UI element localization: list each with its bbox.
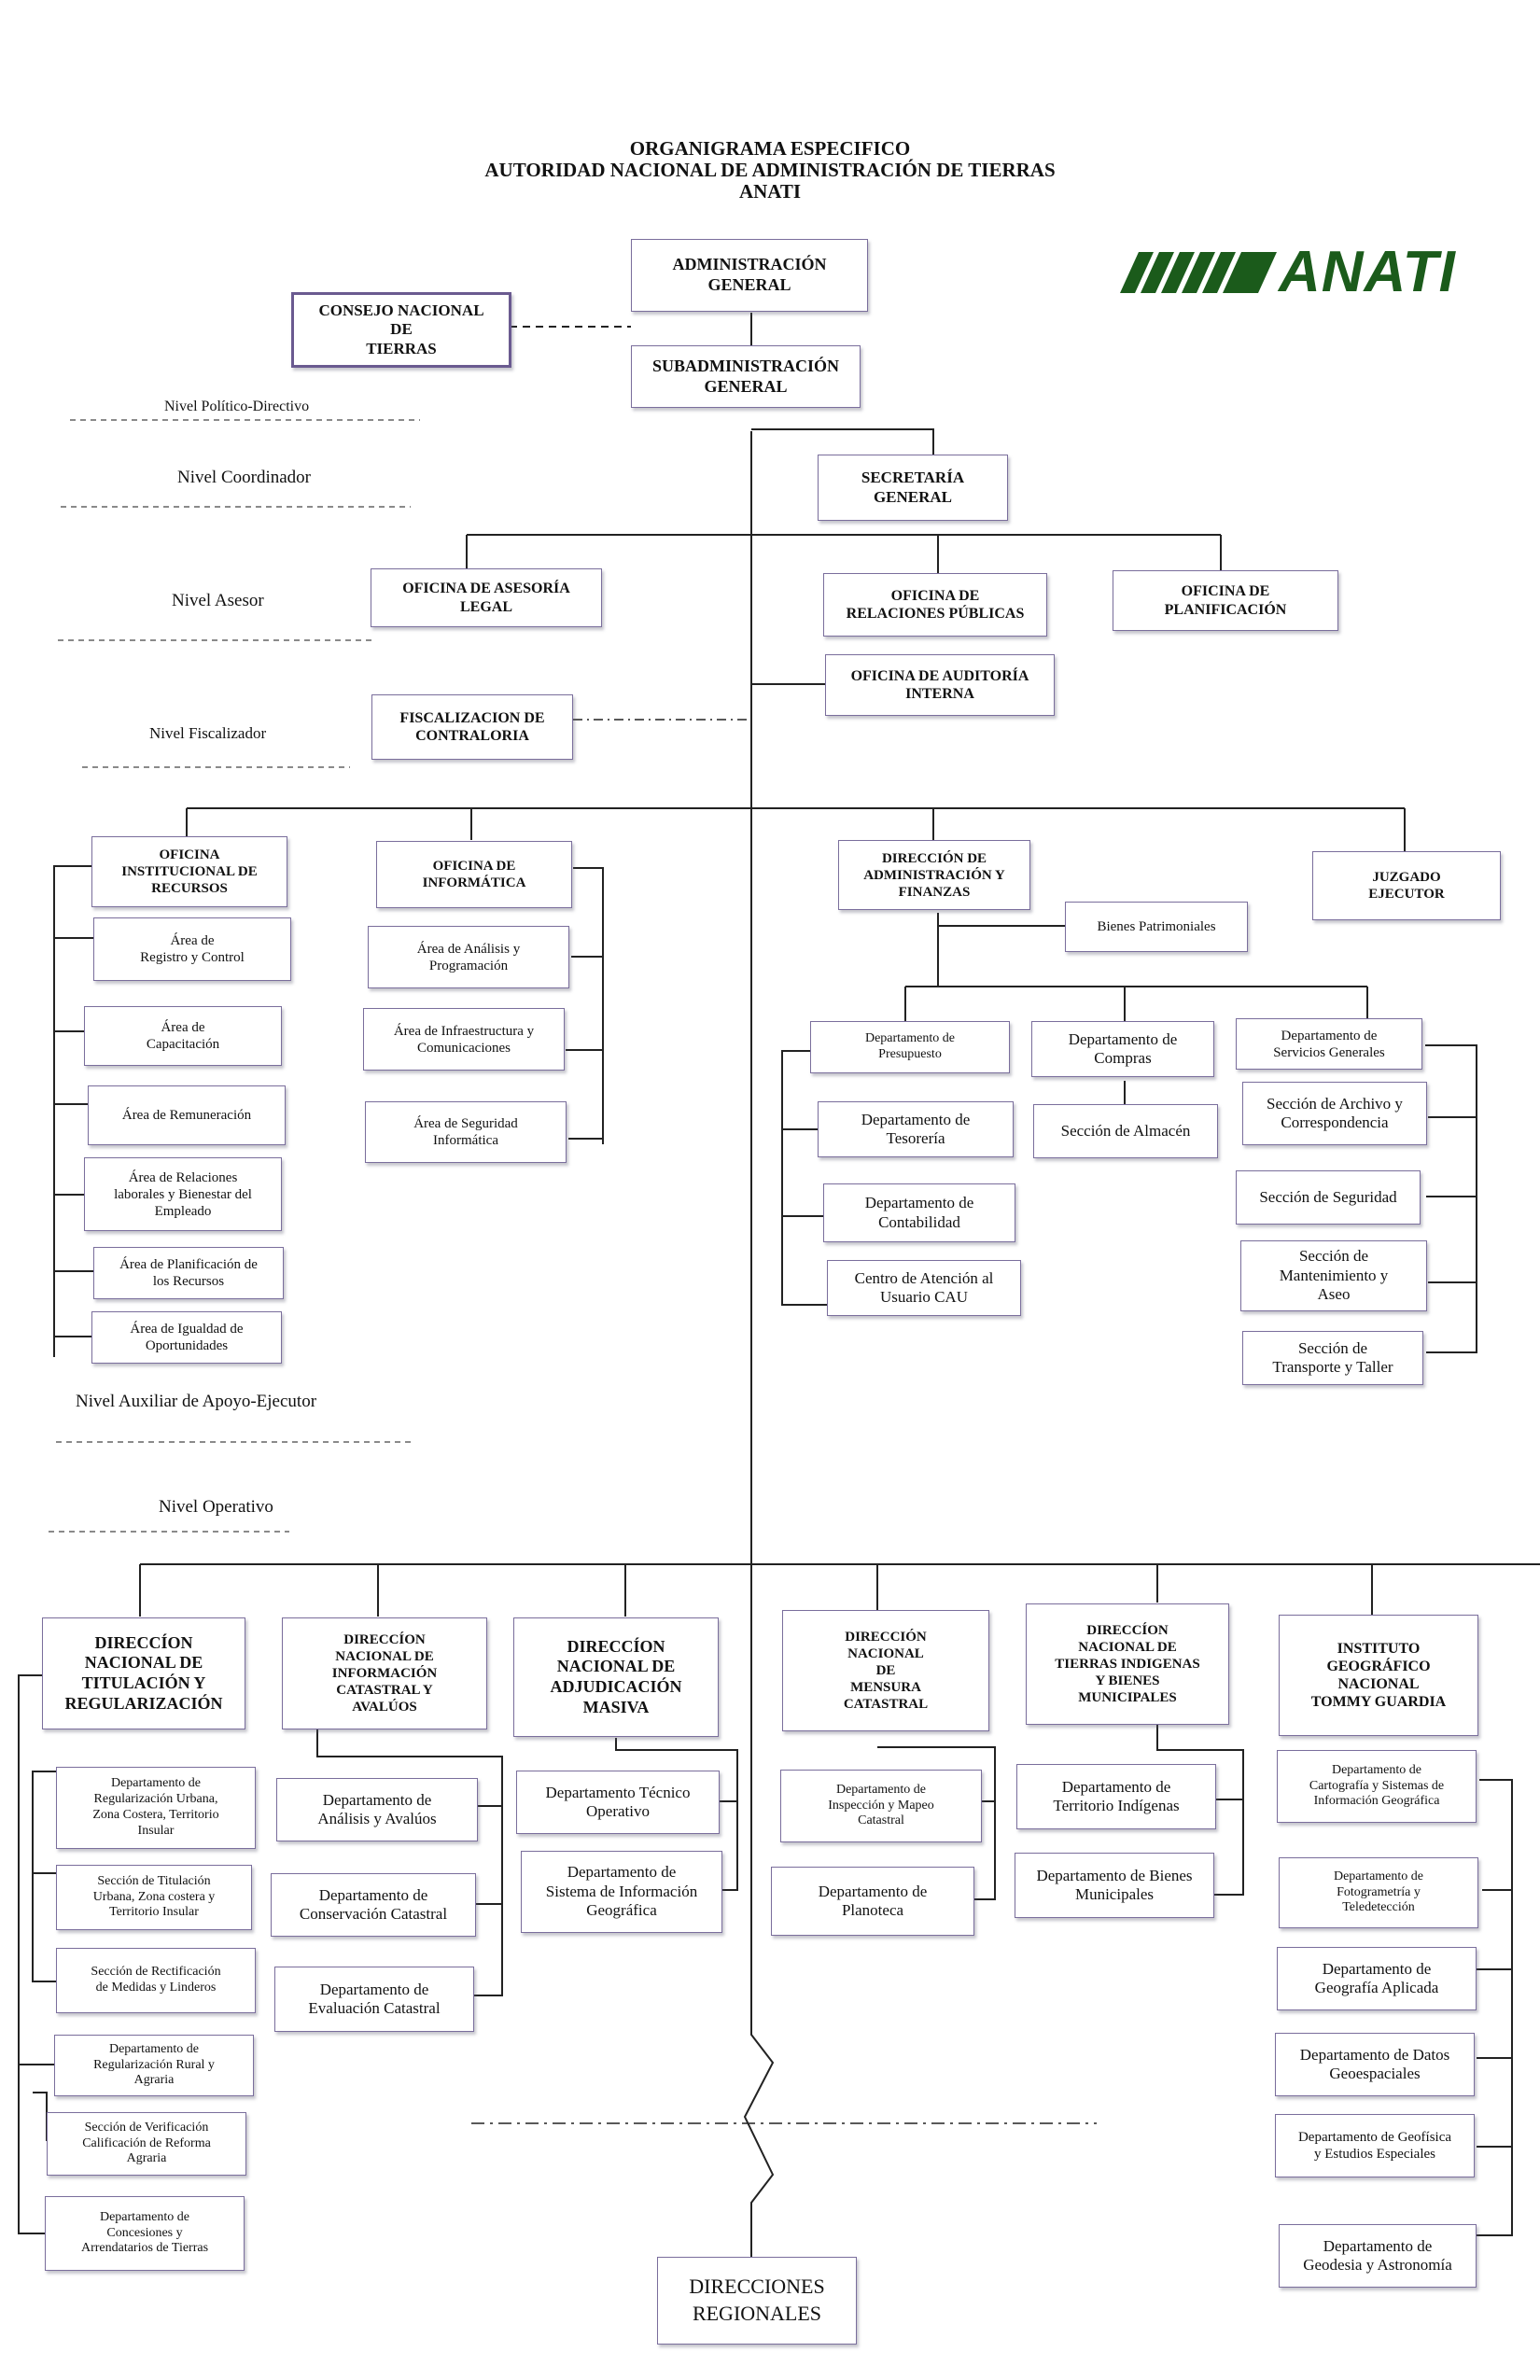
box-dept-tecnico-operativo[interactable]: Departamento Técnico Operativo bbox=[516, 1771, 720, 1834]
box-oficina-informatica[interactable]: OFICINA DE INFORMÁTICA bbox=[376, 841, 572, 908]
box-dept-datos-geoespaciales[interactable]: Departamento de Datos Geoespaciales bbox=[1275, 2033, 1475, 2096]
box-area-planificacion-recursos[interactable]: Área de Planificación de los Recursos bbox=[93, 1247, 284, 1299]
box-direccion-mensura-catastral[interactable]: DIRECCIÓN NACIONAL DE MENSURA CATASTRAL bbox=[782, 1610, 989, 1731]
box-dept-sistema-informacion-geografica[interactable]: Departamento de Sistema de Información G… bbox=[521, 1851, 722, 1933]
box-oficina-planificacion[interactable]: OFICINA DE PLANIFICACIÓN bbox=[1113, 570, 1338, 631]
box-dept-tesoreria[interactable]: Departamento de Tesorería bbox=[818, 1101, 1014, 1157]
box-direccion-adjudicacion[interactable]: DIRECCÍON NACIONAL DE ADJUDICACIÓN MASIV… bbox=[513, 1617, 719, 1737]
box-area-analisis-programacion[interactable]: Área de Análisis y Programación bbox=[368, 926, 569, 988]
box-dept-geofisica[interactable]: Departamento de Geofísica y Estudios Esp… bbox=[1275, 2114, 1475, 2177]
box-fiscalizacion-contraloria[interactable]: FISCALIZACION DE CONTRALORIA bbox=[371, 694, 573, 760]
box-dept-contabilidad[interactable]: Departamento de Contabilidad bbox=[823, 1183, 1015, 1242]
box-area-registro-control[interactable]: Área de Registro y Control bbox=[93, 917, 291, 981]
box-dept-regularizacion-urbana[interactable]: Departamento de Regularización Urbana, Z… bbox=[56, 1767, 256, 1849]
box-dept-geodesia-astronomia[interactable]: Departamento de Geodesia y Astronomía bbox=[1279, 2224, 1477, 2288]
level-label-coordinador: Nivel Coordinador bbox=[177, 468, 312, 487]
box-dept-regularizacion-rural[interactable]: Departamento de Regularización Rural y A… bbox=[54, 2035, 254, 2096]
anati-logo: ANATI bbox=[1120, 240, 1475, 304]
box-seccion-almacen[interactable]: Sección de Almacén bbox=[1033, 1104, 1218, 1158]
box-seccion-titulacion-urbana[interactable]: Sección de Titulación Urbana, Zona coste… bbox=[56, 1865, 252, 1930]
box-area-igualdad-oportunidades[interactable]: Área de Igualdad de Oportunidades bbox=[91, 1311, 282, 1364]
logo-stripes-icon bbox=[1120, 252, 1277, 293]
box-dept-cartografia[interactable]: Departamento de Cartografía y Sistemas d… bbox=[1277, 1750, 1477, 1823]
box-dept-presupuesto[interactable]: Departamento de Presupuesto bbox=[810, 1021, 1010, 1073]
box-area-relaciones-laborales[interactable]: Área de Relaciones laborales y Bienestar… bbox=[84, 1157, 282, 1231]
level-label-asesor: Nivel Asesor bbox=[172, 591, 264, 610]
box-seccion-verificacion[interactable]: Sección de Verificación Calificación de … bbox=[47, 2112, 246, 2176]
box-seccion-mantenimiento[interactable]: Sección de Mantenimiento y Aseo bbox=[1240, 1240, 1427, 1311]
box-dept-planoteca[interactable]: Departamento de Planoteca bbox=[771, 1867, 974, 1936]
box-seccion-rectificacion[interactable]: Sección de Rectificación de Medidas y Li… bbox=[56, 1948, 256, 2013]
box-direcciones-regionales[interactable]: DIRECCIONES REGIONALES bbox=[657, 2257, 857, 2345]
box-direccion-informacion-catastral[interactable]: DIRECCÍON NACIONAL DE INFORMACIÓN CATAST… bbox=[282, 1617, 487, 1729]
box-dept-evaluacion-catastral[interactable]: Departamento de Evaluación Catastral bbox=[274, 1967, 474, 2032]
box-secretaria-general[interactable]: SECRETARÍA GENERAL bbox=[818, 455, 1008, 521]
box-area-infraestructura[interactable]: Área de Infraestructura y Comunicaciones bbox=[363, 1008, 565, 1071]
box-direccion-titulacion[interactable]: DIRECCÍON NACIONAL DE TITULACIÓN Y REGUL… bbox=[42, 1617, 245, 1729]
title-line-3: ANATI bbox=[738, 180, 802, 203]
title-line-1: ORGANIGRAMA ESPECIFICO bbox=[629, 137, 911, 160]
level-label-operativo: Nivel Operativo bbox=[159, 1497, 273, 1517]
logo-text: ANATI bbox=[1279, 240, 1456, 304]
box-oficina-auditoria-interna[interactable]: OFICINA DE AUDITORÍA INTERNA bbox=[825, 654, 1055, 716]
box-area-seguridad-informatica[interactable]: Área de Seguridad Informática bbox=[365, 1101, 567, 1163]
level-label-fiscalizador: Nivel Fiscalizador bbox=[149, 724, 267, 742]
box-seccion-archivo[interactable]: Sección de Archivo y Correspondencia bbox=[1242, 1082, 1427, 1145]
title-line-2: AUTORIDAD NACIONAL DE ADMINISTRACIÓN DE … bbox=[484, 159, 1056, 181]
box-seccion-seguridad[interactable]: Sección de Seguridad bbox=[1236, 1170, 1421, 1225]
box-direccion-tierras-indigenas[interactable]: DIRECCÍON NACIONAL DE TIERRAS INDIGENAS … bbox=[1026, 1603, 1229, 1725]
box-dept-fotogrametria[interactable]: Departamento de Fotogrametría y Teledete… bbox=[1279, 1857, 1478, 1928]
box-juzgado-ejecutor[interactable]: JUZGADO EJECUTOR bbox=[1312, 851, 1501, 920]
box-subadministracion-general[interactable]: SUBADMINISTRACIÓN GENERAL bbox=[631, 345, 861, 408]
level-label-politico: Nivel Político-Directivo bbox=[164, 399, 310, 414]
box-consejo-nacional[interactable]: CONSEJO NACIONAL DE TIERRAS bbox=[291, 292, 511, 368]
box-instituto-tommy-guardia[interactable]: INSTITUTO GEOGRÁFICO NACIONAL TOMMY GUAR… bbox=[1279, 1615, 1478, 1736]
box-dept-territorio-indigenas[interactable]: Departamento de Territorio Indígenas bbox=[1016, 1764, 1216, 1829]
box-area-remuneracion[interactable]: Área de Remuneración bbox=[88, 1085, 286, 1145]
level-label-auxiliar: Nivel Auxiliar de Apoyo-Ejecutor bbox=[76, 1392, 317, 1411]
box-oficina-relaciones-publicas[interactable]: OFICINA DE RELACIONES PÚBLICAS bbox=[823, 573, 1047, 637]
box-oficina-recursos[interactable]: OFICINA INSTITUCIONAL DE RECURSOS bbox=[91, 836, 287, 907]
box-dept-inspeccion-mapeo[interactable]: Departamento de Inspección y Mapeo Catas… bbox=[780, 1770, 982, 1842]
box-dept-analisis-avaluos[interactable]: Departamento de Análisis y Avalúos bbox=[276, 1778, 478, 1841]
box-direccion-administracion-finanzas[interactable]: DIRECCIÓN DE ADMINISTRACIÓN Y FINANZAS bbox=[838, 840, 1030, 910]
box-dept-compras[interactable]: Departamento de Compras bbox=[1031, 1021, 1214, 1077]
box-bienes-patrimoniales[interactable]: Bienes Patrimoniales bbox=[1065, 902, 1248, 952]
box-area-capacitacion[interactable]: Área de Capacitación bbox=[84, 1006, 282, 1066]
box-oficina-asesoria-legal[interactable]: OFICINA DE ASESORÍA LEGAL bbox=[371, 568, 602, 627]
box-seccion-transporte[interactable]: Sección de Transporte y Taller bbox=[1242, 1331, 1423, 1385]
box-dept-conservacion-catastral[interactable]: Departamento de Conservación Catastral bbox=[271, 1873, 476, 1937]
box-dept-servicios-generales[interactable]: Departamento de Servicios Generales bbox=[1236, 1018, 1422, 1070]
box-administracion-general[interactable]: ADMINISTRACIÓN GENERAL bbox=[631, 239, 868, 312]
box-centro-atencion-usuario[interactable]: Centro de Atención al Usuario CAU bbox=[827, 1260, 1021, 1316]
main-trunk-line bbox=[743, 431, 775, 2259]
box-dept-geografia-aplicada[interactable]: Departamento de Geografía Aplicada bbox=[1277, 1947, 1477, 2010]
box-dept-concesiones[interactable]: Departamento de Concesiones y Arrendatar… bbox=[45, 2196, 245, 2271]
box-dept-bienes-municipales[interactable]: Departamento de Bienes Municipales bbox=[1015, 1853, 1214, 1918]
